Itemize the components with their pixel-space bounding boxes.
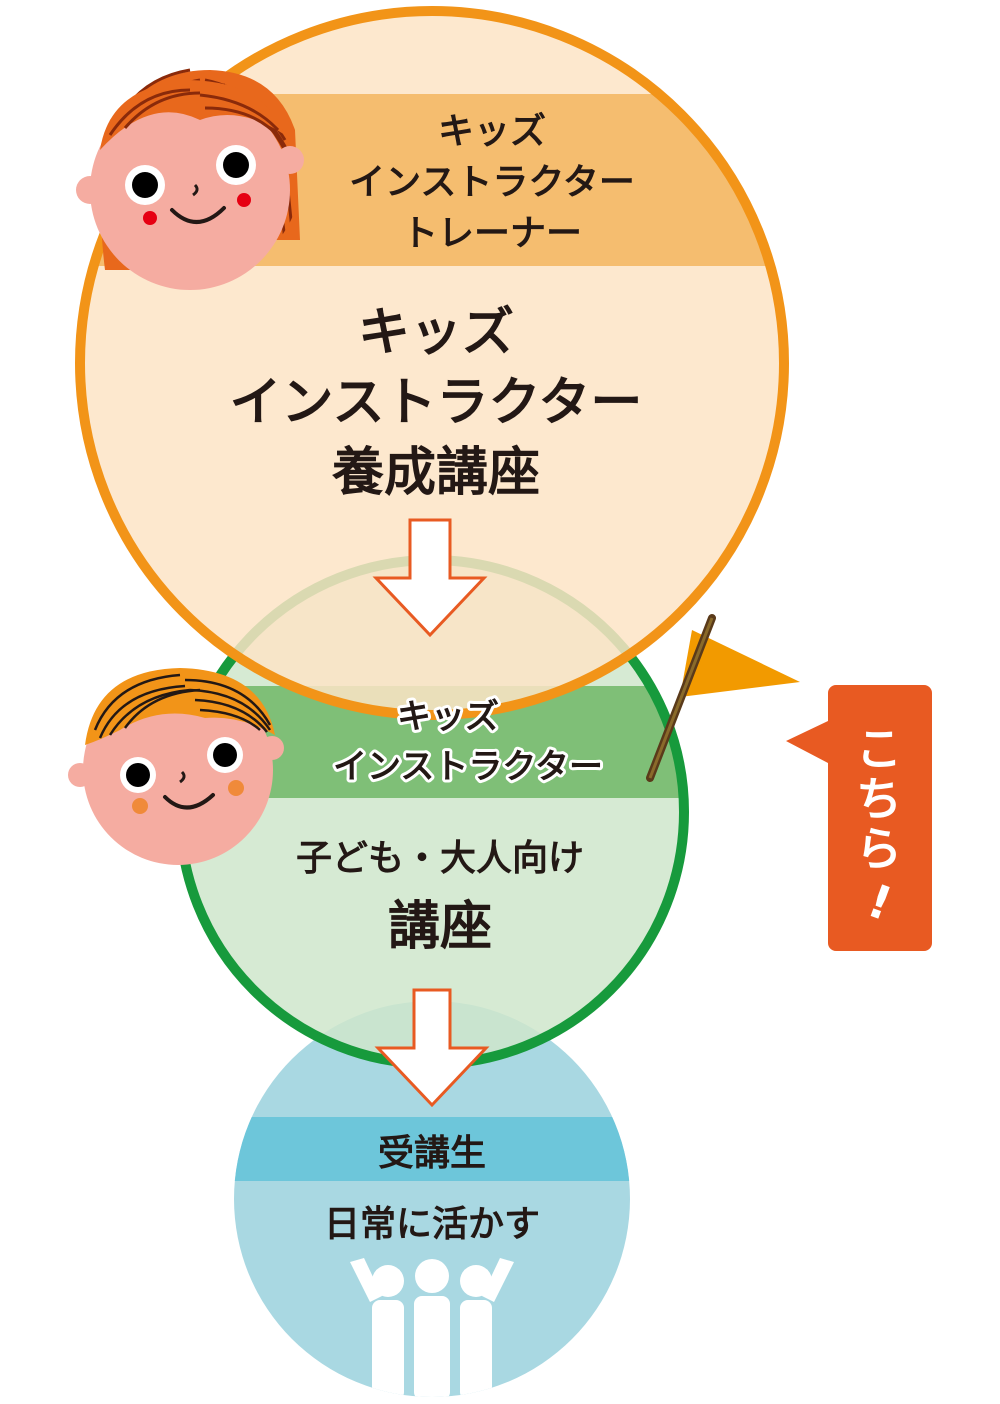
- callout-badge: こ ち ら !: [786, 685, 932, 951]
- bottom-band-label: 受講生: [378, 1132, 486, 1174]
- down-arrow-icon: [372, 518, 488, 638]
- top-band-line-2: インストラクター: [349, 162, 635, 203]
- people-group-icon: [350, 1258, 514, 1397]
- flag-icon: [646, 614, 800, 782]
- top-band-line-1: キッズ: [438, 110, 546, 152]
- middle-band-line-2: インストラクター: [333, 747, 603, 787]
- top-main-line-3: 養成講座: [332, 443, 540, 503]
- callout-char-3: ら: [856, 822, 902, 876]
- top-main-line-1: キッズ: [358, 303, 514, 363]
- middle-sub-label: 子ども・大人向け: [296, 838, 584, 879]
- instructor-face-icon: [68, 668, 284, 865]
- bottom-main-label: 日常に活かす: [324, 1204, 540, 1245]
- middle-main-label: 講座: [388, 897, 492, 957]
- callout-char-1: こ: [856, 722, 902, 776]
- bottom-circle: 受講生 日常に活かす: [234, 1001, 630, 1397]
- top-circle-outline: [75, 6, 789, 720]
- top-main-line-2: インストラクター: [230, 373, 643, 433]
- bottom-circle-fill: [234, 1001, 630, 1397]
- callout-char-2: ち: [856, 772, 902, 826]
- bottom-circle-band: [234, 1117, 630, 1181]
- down-arrow-icon: [374, 988, 490, 1108]
- middle-band-line-1: キッズ: [397, 697, 499, 737]
- top-band-line-3: トレーナー: [402, 213, 582, 254]
- trainer-face-icon: [76, 68, 304, 290]
